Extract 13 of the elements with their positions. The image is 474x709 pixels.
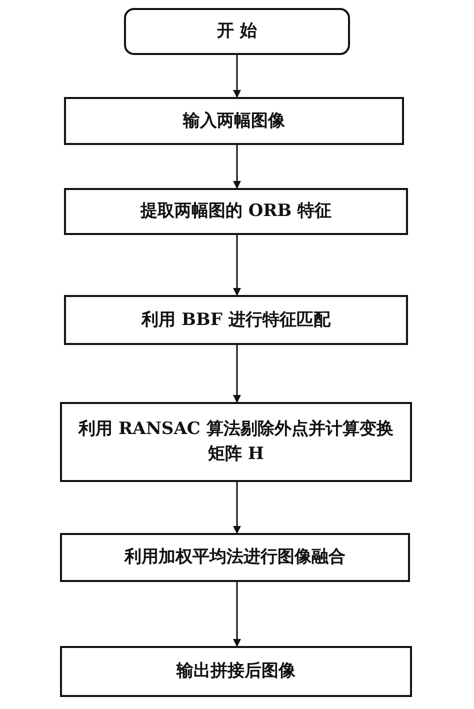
arrow [233,345,241,403]
process-box: 输出拼接后图像 [60,646,412,697]
process-box: 提取两幅图的 ORB 特征 [64,188,408,235]
arrow [233,145,241,189]
process-box: 利用加权平均法进行图像融合 [60,533,410,582]
process-box: 利用 RANSAC 算法剔除外点并计算变换矩阵 H [60,402,412,482]
process-box: 利用 BBF 进行特征匹配 [64,295,408,345]
start-box: 开 始 [124,8,350,55]
arrow [233,582,241,647]
arrow [233,235,241,296]
arrow [233,55,241,98]
arrow [233,482,241,534]
process-box: 输入两幅图像 [64,97,404,145]
